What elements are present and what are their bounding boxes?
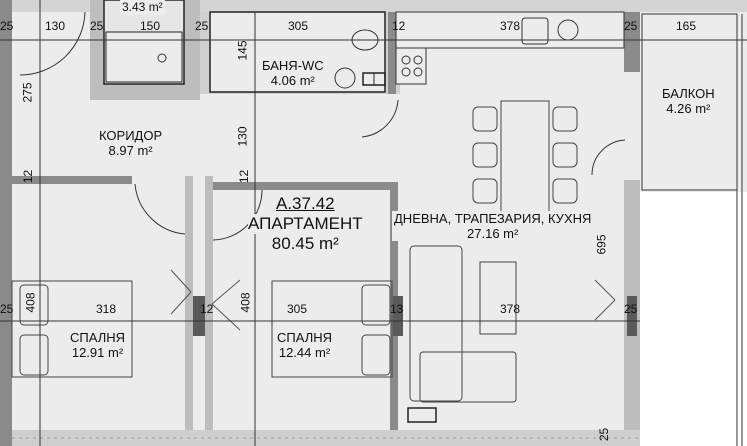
dim-bottom-4: 13 (390, 302, 404, 316)
dim-top-1: 130 (45, 19, 66, 33)
room-area: 4.06 m² (270, 73, 315, 88)
apartment-code: А.37.42 (276, 194, 335, 213)
dim-top-8: 25 (624, 19, 638, 33)
room-corridor: КОРИДОР 8.97 m² (97, 128, 165, 158)
apartment-label: А.37.42 АПАРТАМЕНТ 80.45 m² (246, 194, 365, 254)
dim-top-6: 12 (392, 19, 406, 33)
room-area-bath-top: 3.43 m² (120, 0, 165, 15)
apartment-type: АПАРТАМЕНТ (248, 214, 363, 234)
dim-top-5: 305 (288, 19, 309, 33)
dim-bottom-5: 378 (500, 302, 521, 316)
room-bedroom-1: СПАЛНЯ 12.91 m² (68, 330, 127, 360)
dim-bath-height: 145 (235, 40, 250, 61)
dim-bottom-right: 25 (597, 427, 612, 442)
dim-top-3: 150 (140, 19, 161, 33)
dim-bottom-1: 318 (96, 302, 117, 316)
left-exterior-wall (0, 0, 12, 446)
room-name: БАНЯ-WC (262, 58, 324, 73)
dim-bedroom2-depth: 408 (238, 292, 253, 313)
dim-wall-12-left: 12 (21, 169, 36, 184)
room-area: 12.44 m² (278, 345, 331, 360)
dim-wall-12-mid: 12 (237, 169, 252, 184)
room-bath-wc: БАНЯ-WC 4.06 m² (260, 58, 326, 88)
room-name: СПАЛНЯ (277, 330, 332, 345)
dim-top-4: 25 (195, 19, 209, 33)
room-area: 12.91 m² (71, 345, 124, 360)
bottom-exterior-wall (12, 430, 640, 446)
dim-top-7: 378 (500, 19, 521, 33)
room-name: КОРИДОР (99, 128, 163, 143)
room-bedroom-2: СПАЛНЯ 12.44 m² (275, 330, 334, 360)
dim-corridor-mid: 130 (235, 126, 250, 147)
room-name: ДНЕВНА, ТРАПЕЗАРИЯ, КУХНЯ (394, 211, 592, 226)
dim-bottom-6: 25 (624, 302, 638, 316)
apartment-area: 80.45 m² (271, 234, 339, 253)
room-area: 4.26 m² (666, 101, 711, 116)
dim-top-0: 25 (0, 19, 14, 33)
dim-bottom-0: 25 (0, 302, 14, 316)
dim-living-height: 695 (594, 234, 609, 255)
room-balcony: БАЛКОН 4.26 m² (660, 86, 717, 116)
room-area: 8.97 m² (108, 143, 153, 158)
dim-bottom-2: 12 (200, 302, 214, 316)
room-name: СПАЛНЯ (70, 330, 125, 345)
dim-bedroom1-depth: 408 (23, 292, 38, 313)
room-living: ДНЕВНА, ТРАПЕЗАРИЯ, КУХНЯ 27.16 m² (392, 211, 594, 241)
dim-top-2: 25 (90, 19, 104, 33)
dim-top-9: 165 (676, 19, 697, 33)
dim-corridor-height: 275 (20, 82, 35, 103)
room-area: 27.16 m² (467, 226, 519, 241)
room-name: БАЛКОН (662, 86, 715, 101)
dim-bottom-3: 305 (287, 302, 308, 316)
